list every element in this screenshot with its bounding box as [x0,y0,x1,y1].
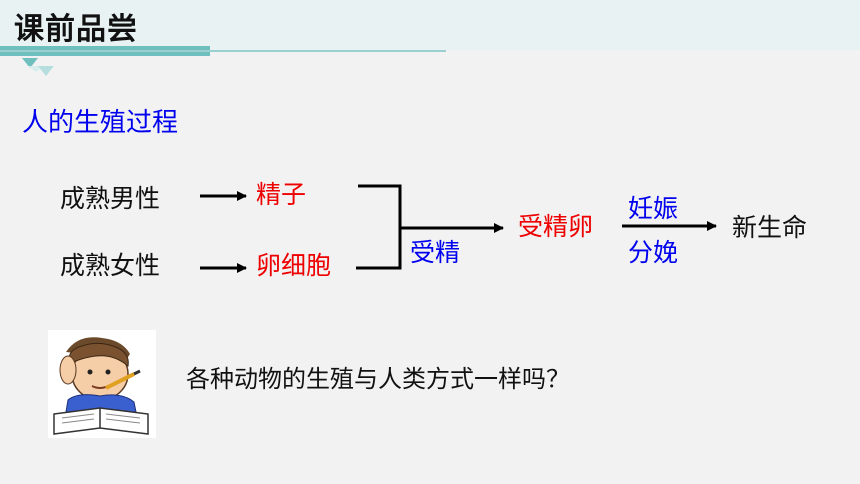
label-zygote: 受精卵 [518,212,594,241]
decor-triangle-icon [22,58,38,68]
header-underline [0,50,446,52]
page-title: 课前品尝 [14,12,138,47]
label-egg: 卵细胞 [256,251,332,280]
header-band [0,0,860,50]
question-text: 各种动物的生殖与人类方式一样吗？ [186,365,570,393]
merge-bracket [356,184,402,270]
label-male: 成熟男性 [60,184,161,213]
thinking-student-icon [48,330,156,438]
label-sperm: 精子 [256,180,307,209]
label-fertilization: 受精 [410,238,461,267]
decor-triangle-icon [38,66,54,76]
label-female: 成熟女性 [60,251,161,280]
label-delivery: 分娩 [628,238,679,267]
label-pregnancy: 妊娠 [628,194,679,223]
decor-triangle-icon [28,66,44,72]
label-new-life: 新生命 [732,213,808,242]
section-title: 人的生殖过程 [22,108,179,138]
